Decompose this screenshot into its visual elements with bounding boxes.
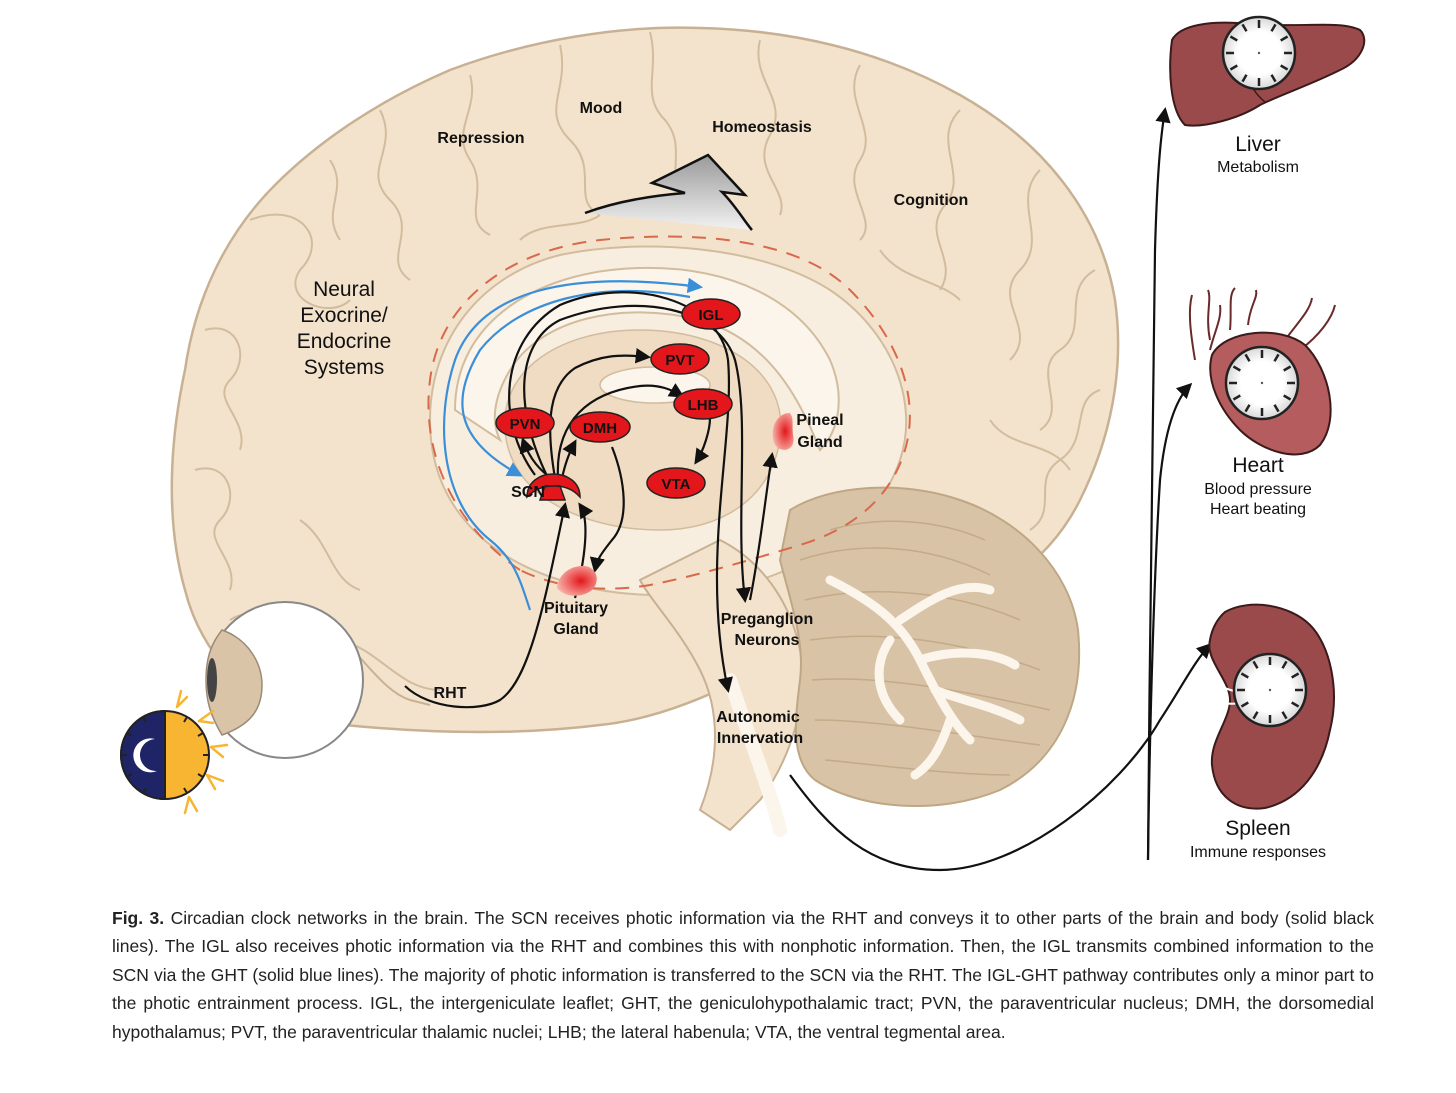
figure-caption: Fig. 3. Circadian clock networks in the … xyxy=(112,904,1374,1046)
nucleus-vta: VTA xyxy=(646,467,706,499)
nucleus-label: VTA xyxy=(662,476,691,493)
label-line: Systems xyxy=(304,356,385,379)
pineal-gland-shape xyxy=(772,413,794,450)
label-autonomic: Innervation xyxy=(717,730,803,747)
label-cognition: Cognition xyxy=(894,192,969,209)
brain-nuclei: IGL PVT LHB PVN DMH VTA xyxy=(495,298,794,596)
nucleus-label: PVN xyxy=(510,416,541,433)
label-pituitary: Gland xyxy=(553,621,598,638)
circadian-diagram: IGL PVT LHB PVN DMH VTA Mood Rep xyxy=(120,15,1366,872)
spinal-tract xyxy=(723,673,787,837)
organ-heart-function: Heart beating xyxy=(1210,501,1306,518)
upward-output-arrow xyxy=(584,153,753,231)
nucleus-label: LHB xyxy=(688,397,719,414)
corpus-callosum xyxy=(453,266,840,452)
nucleus-dmh: DMH xyxy=(569,411,631,443)
caption-label: Fig. 3. xyxy=(112,908,165,928)
limbic-dashed-outline xyxy=(427,235,911,590)
pituitary-gland-shape xyxy=(557,565,597,596)
label-repression: Repression xyxy=(437,130,524,147)
label-pineal: Gland xyxy=(797,434,842,451)
nucleus-scn xyxy=(526,473,581,501)
nucleus-label: DMH xyxy=(583,420,617,437)
eye-icon xyxy=(205,601,431,759)
organ-heart-function: Blood pressure xyxy=(1204,481,1312,498)
label-preganglion: Neurons xyxy=(735,632,800,649)
nucleus-lhb: LHB xyxy=(673,388,733,420)
label-neural-systems: Neural Exocrine/ Endocrine Systems xyxy=(297,278,392,379)
liver-icon xyxy=(1169,15,1366,127)
label-pituitary: Pituitary xyxy=(544,600,608,617)
organ-spleen-function: Immune responses xyxy=(1190,844,1326,861)
label-homeostasis: Homeostasis xyxy=(712,119,812,136)
nucleus-label: PVT xyxy=(665,352,694,369)
brain-illustration xyxy=(170,26,1120,837)
organ-spleen-name: Spleen xyxy=(1225,817,1290,840)
label-mood: Mood xyxy=(580,100,623,117)
label-autonomic: Autonomic xyxy=(716,709,800,726)
organ-liver-name: Liver xyxy=(1235,133,1281,156)
nucleus-label: IGL xyxy=(699,307,724,324)
nucleus-pvt: PVT xyxy=(650,343,710,375)
label-scn: SCN xyxy=(511,484,545,501)
organ-liver-function: Metabolism xyxy=(1217,159,1299,176)
label-line: Neural xyxy=(313,278,375,301)
heart-icon xyxy=(1188,287,1336,456)
organ-heart-name: Heart xyxy=(1232,454,1284,477)
label-line: Exocrine/ xyxy=(300,304,388,327)
label-line: Endocrine xyxy=(297,330,392,353)
label-pineal: Pineal xyxy=(796,412,843,429)
spleen-icon xyxy=(1208,603,1335,810)
label-preganglion: Preganglion xyxy=(721,611,813,628)
caption-text: Circadian clock networks in the brain. T… xyxy=(112,908,1375,1042)
brain-labels: Mood Repression Homeostasis Cognition Ne… xyxy=(297,100,969,747)
nucleus-igl: IGL xyxy=(681,298,741,330)
cerebellum xyxy=(778,486,1081,807)
nucleus-pvn: PVN xyxy=(495,407,555,439)
day-night-icon xyxy=(120,689,229,815)
label-rht: RHT xyxy=(434,685,467,702)
